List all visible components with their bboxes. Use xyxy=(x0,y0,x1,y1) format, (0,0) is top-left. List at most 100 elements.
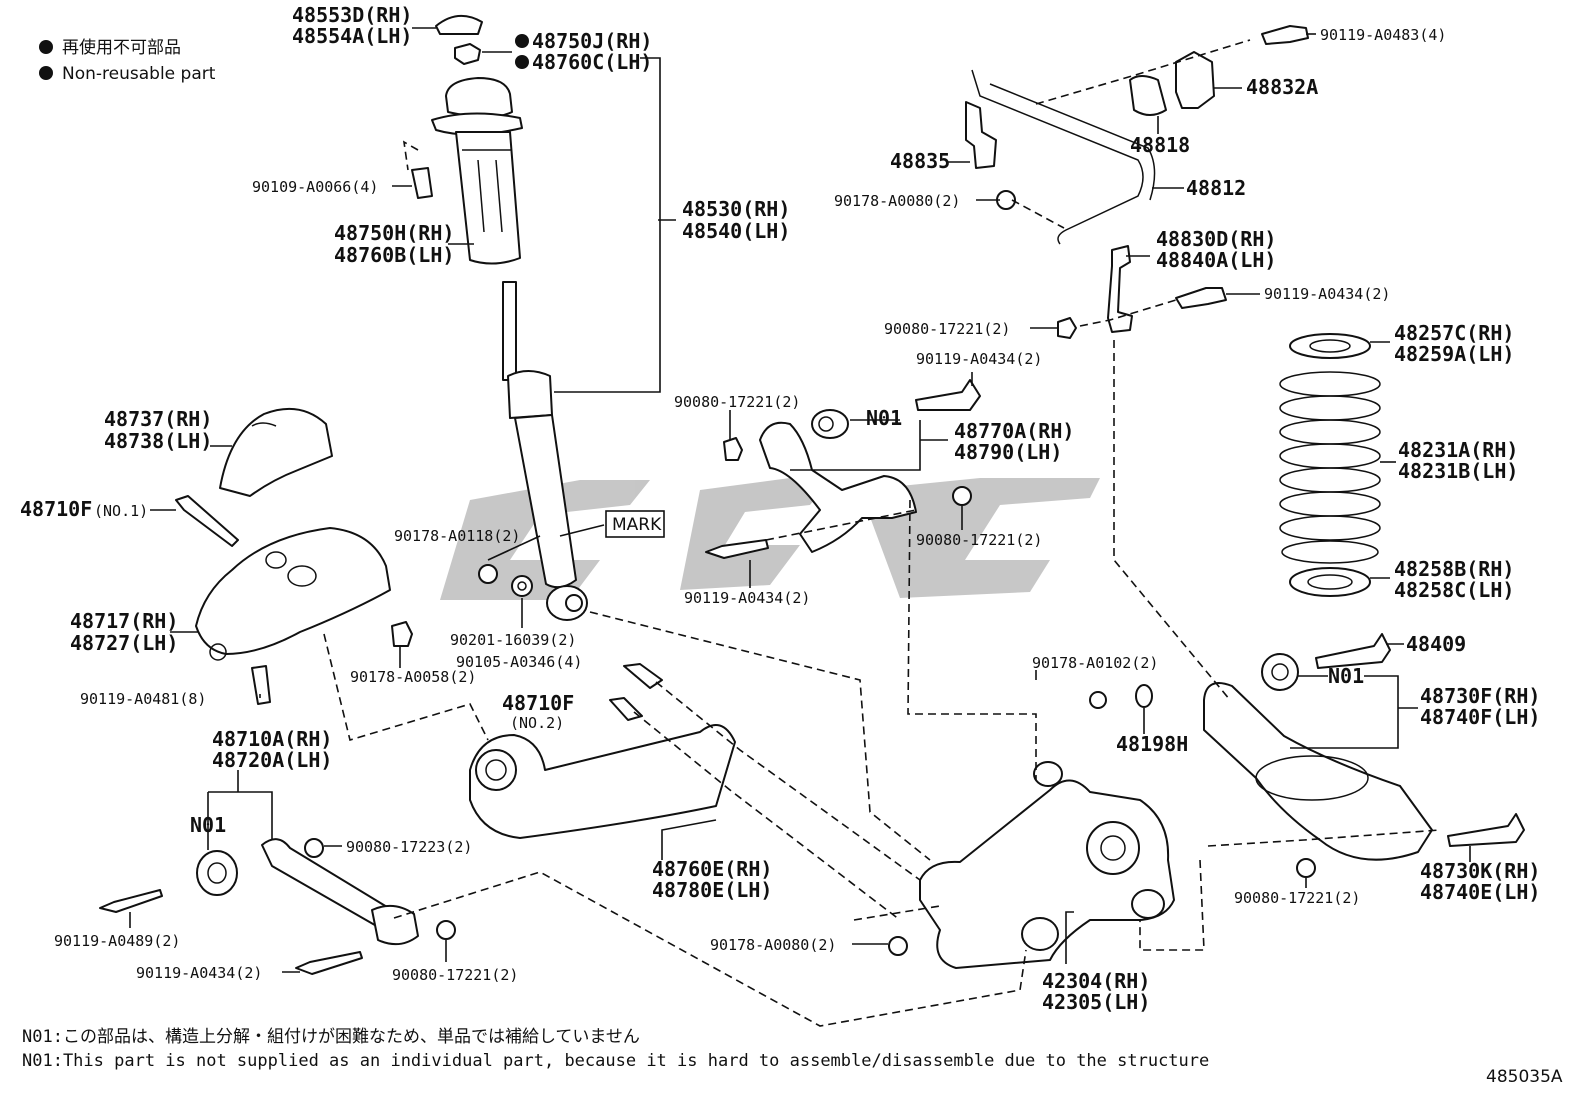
toe-link xyxy=(99,838,456,975)
piston-rod-icon xyxy=(502,281,517,381)
bolt-icon xyxy=(251,665,271,705)
label-90119-a0434-tr: 90119-A0434(2) xyxy=(1264,285,1390,303)
strut-assembly xyxy=(411,15,588,621)
lower-arm-48730f-icon xyxy=(1203,682,1433,861)
spring-icon xyxy=(1279,371,1381,564)
nut-icon xyxy=(436,920,456,940)
label-48231a: 48231A(RH) xyxy=(1398,438,1518,462)
label-48231b: 48231B(LH) xyxy=(1398,459,1518,483)
dust-cap-icon xyxy=(435,15,483,35)
label-48835: 48835 xyxy=(890,149,950,173)
label-90080-17223: 90080-17223(2) xyxy=(346,838,472,856)
label-48818: 48818 xyxy=(1130,133,1190,157)
label-48812: 48812 xyxy=(1186,176,1246,200)
label-48770a: 48770A(RH) xyxy=(954,419,1074,443)
bushing-icon xyxy=(811,409,849,439)
label-90178-a0058: 90178-A0058(2) xyxy=(350,668,476,686)
label-90105-a0346: 90105-A0346(4) xyxy=(456,653,582,671)
legend-dot-icon xyxy=(39,40,53,54)
label-90080-17221-ul: 90080-17221(2) xyxy=(674,393,800,411)
bolt-icon xyxy=(1261,25,1309,45)
bracket-48835-icon xyxy=(965,101,997,169)
label-90080-17221-br: 90080-17221(2) xyxy=(1234,889,1360,907)
nut-icon xyxy=(1057,317,1077,339)
label-48760c: 48760C(LH) xyxy=(532,50,652,74)
footnotes: N01:この部品は、構造上分解・組付けが困難なため、単品では補給していません N… xyxy=(22,1027,1563,1087)
label-90119-a0483: 90119-A0483(4) xyxy=(1320,26,1446,44)
label-48259a: 48259A(LH) xyxy=(1394,342,1514,366)
label-90178-a0102: 90178-A0102(2) xyxy=(1032,654,1158,672)
coil-spring xyxy=(1279,333,1381,597)
label-48720a: 48720A(LH) xyxy=(212,748,332,772)
bolt-icon xyxy=(915,379,981,411)
label-48750h: 48750H(RH) xyxy=(334,221,454,245)
bushing-icon xyxy=(1129,75,1167,116)
label-48840a: 48840A(LH) xyxy=(1156,248,1276,272)
label-48832a: 48832A xyxy=(1246,75,1318,99)
label-48553d: 48553D(RH) xyxy=(292,3,412,27)
label-48717: 48717(RH) xyxy=(70,609,178,633)
label-n01-left: N01 xyxy=(190,813,226,837)
upper-arm xyxy=(705,379,981,559)
nut-icon xyxy=(888,936,908,956)
stabilizer xyxy=(965,25,1309,339)
nut-icon xyxy=(391,621,413,647)
nut-icon xyxy=(454,43,481,65)
footnote-jp: N01:この部品は、構造上分解・組付けが困難なため、単品では補給していません xyxy=(22,1027,640,1047)
label-48760b: 48760B(LH) xyxy=(334,243,454,267)
label-48258b: 48258B(RH) xyxy=(1394,557,1514,581)
bolt-icon xyxy=(99,889,163,913)
lower-arm-center xyxy=(469,663,736,839)
label-48730k: 48730K(RH) xyxy=(1420,859,1540,883)
knuckle xyxy=(888,684,1175,969)
label-48730f: 48730F(RH) xyxy=(1420,684,1540,708)
washer-icon xyxy=(1135,684,1153,708)
label-48760e: 48760E(RH) xyxy=(652,857,772,881)
label-n01-mid: N01 xyxy=(866,406,902,430)
label-42304: 42304(RH) xyxy=(1042,969,1150,993)
nut-icon xyxy=(1296,858,1316,878)
figure-id: 485035A xyxy=(1486,1067,1563,1087)
bolt-48710f-icon xyxy=(175,495,239,547)
legend-en: Non-reusable part xyxy=(62,64,216,84)
legend-jp: 再使用不可部品 xyxy=(62,37,181,58)
label-48258c: 48258C(LH) xyxy=(1394,578,1514,602)
label-48530: 48530(RH) xyxy=(682,197,790,221)
label-mark: MARK xyxy=(612,515,662,535)
legend: 再使用不可部品 Non-reusable part xyxy=(39,37,216,84)
bolt-icon xyxy=(705,539,769,559)
lower-spring-seat-icon xyxy=(1289,567,1371,597)
label-48790: 48790(LH) xyxy=(954,440,1062,464)
label-48780e: 48780E(LH) xyxy=(652,878,772,902)
label-90178-a0080-bot: 90178-A0080(2) xyxy=(710,936,836,954)
label-48750j: 48750J(RH) xyxy=(532,29,652,53)
label-48710f-no2: 48710F xyxy=(502,691,574,715)
bolt-icon xyxy=(1447,813,1525,847)
label-48409: 48409 xyxy=(1406,632,1466,656)
bolt-icon xyxy=(295,951,363,975)
nut-icon xyxy=(952,486,972,506)
lower-control-arm-icon xyxy=(469,723,736,839)
upper-spring-seat-icon xyxy=(1289,333,1371,359)
label-90178-a0118: 90178-A0118(2) xyxy=(394,527,520,545)
label-90201-16039: 90201-16039(2) xyxy=(450,631,576,649)
bushing-icon xyxy=(196,850,238,896)
lower-arm-right xyxy=(1203,633,1525,878)
label-90109-a0066: 90109-A0066(4) xyxy=(252,178,378,196)
upper-mount-icon xyxy=(445,77,513,118)
label-90080-17221-r: 90080-17221(2) xyxy=(916,531,1042,549)
shock-body-icon xyxy=(507,370,553,419)
label-48727: 48727(LH) xyxy=(70,631,178,655)
left-components xyxy=(175,407,413,705)
label-90178-a0080-top: 90178-A0080(2) xyxy=(834,192,960,210)
label-90119-a0434-bl: 90119-A0434(2) xyxy=(136,964,262,982)
label-48830d: 48830D(RH) xyxy=(1156,227,1276,251)
legend-dot-icon xyxy=(39,66,53,80)
bushing-icon xyxy=(1261,653,1299,691)
label-48198h: 48198H xyxy=(1116,732,1188,756)
label-n01-right: N01 xyxy=(1328,664,1364,688)
collar-icon xyxy=(478,564,498,584)
label-48740f: 48740F(LH) xyxy=(1420,705,1540,729)
